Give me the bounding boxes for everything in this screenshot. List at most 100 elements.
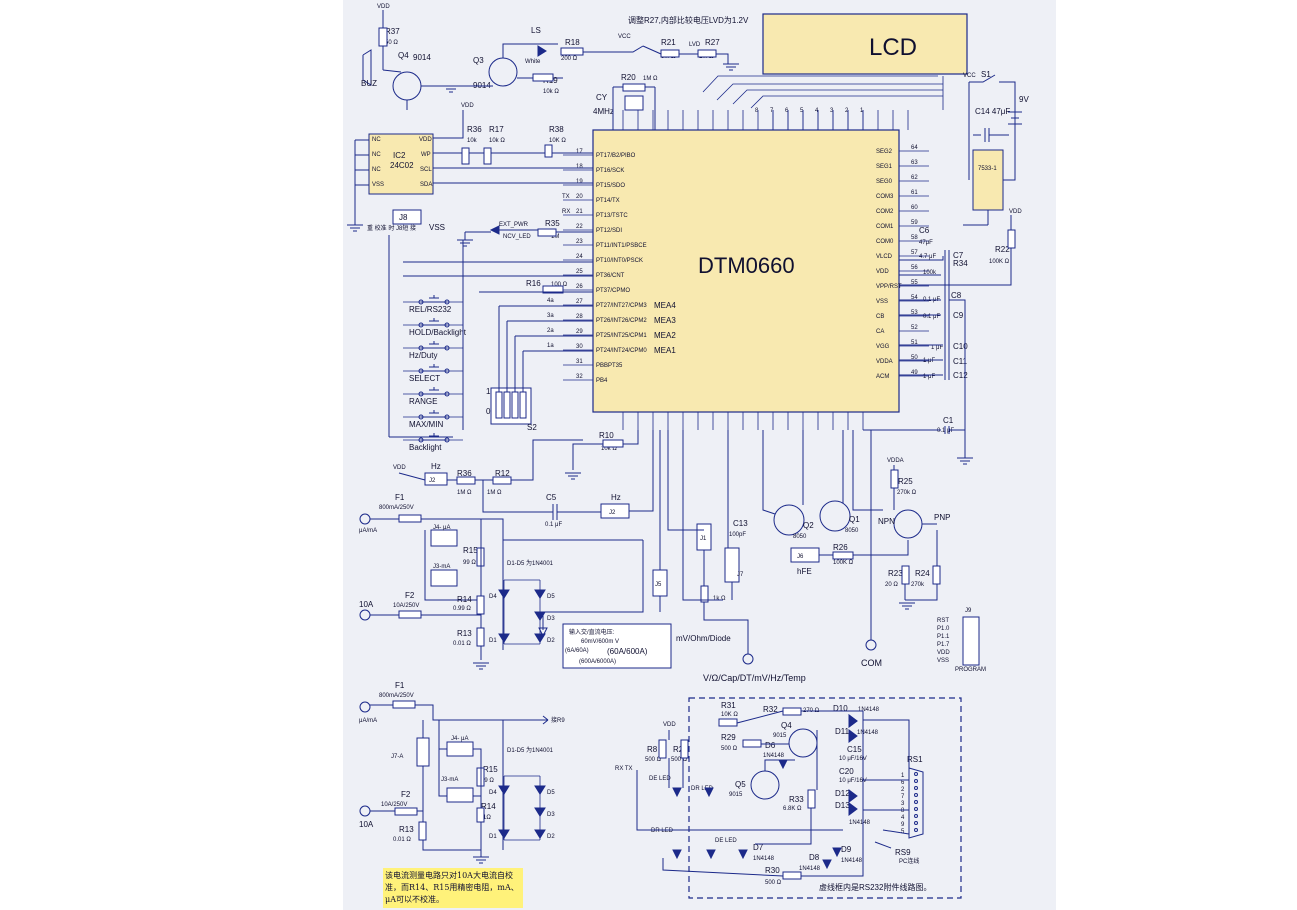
r8-label: R8 bbox=[647, 745, 658, 754]
switch-contact[interactable] bbox=[421, 318, 447, 326]
d13-value: 1N4148 bbox=[849, 820, 871, 826]
bottom-ua-ma-terminal[interactable] bbox=[359, 701, 371, 713]
battery-label: 9V bbox=[1019, 95, 1029, 104]
bottom-f2-fuse bbox=[394, 807, 418, 816]
r23-value: 20 Ω bbox=[885, 582, 898, 588]
svg-text:3: 3 bbox=[830, 108, 834, 114]
r27-label: R27 bbox=[705, 38, 720, 47]
lcd-label: LCD bbox=[869, 34, 917, 61]
ua-ma-terminal[interactable] bbox=[359, 513, 371, 525]
j2-right-label: J2 bbox=[609, 510, 616, 516]
r14-value: 0.99 Ω bbox=[453, 606, 471, 612]
r36-top-resistor bbox=[461, 147, 470, 165]
r29-label: R29 bbox=[721, 733, 736, 742]
bottom-r14-resistor bbox=[476, 807, 485, 823]
rs232-q4-transistor bbox=[788, 728, 818, 758]
switch-label: MAX/MIN bbox=[409, 420, 443, 429]
com-terminal[interactable] bbox=[865, 639, 877, 651]
r38-resistor bbox=[544, 144, 553, 158]
chip-right-pin-number: 56 bbox=[911, 265, 918, 271]
chip-left-pin-label: PT13/TSTC bbox=[596, 213, 628, 219]
svg-text:6: 6 bbox=[785, 108, 789, 114]
d6-diode bbox=[778, 759, 788, 770]
bottom-r15-label: R15 bbox=[483, 765, 498, 774]
r38-value: 10K Ω bbox=[549, 138, 566, 144]
j4-jumper[interactable] bbox=[430, 529, 458, 547]
bottom-j4-jumper[interactable] bbox=[446, 741, 474, 757]
j8-label: J8 bbox=[399, 213, 408, 222]
switch-contact[interactable] bbox=[421, 295, 447, 303]
chip-right-pin-label: VDD bbox=[876, 269, 889, 275]
switch-contact[interactable] bbox=[421, 341, 447, 349]
bottom-f1-fuse bbox=[392, 700, 416, 709]
chip-right-pin-label: CA bbox=[876, 329, 884, 335]
db9-connector[interactable] bbox=[908, 767, 924, 839]
ua-ma-label: μA/mA bbox=[359, 528, 377, 534]
j8-jumper[interactable] bbox=[392, 209, 422, 225]
dr-led-bottom-label: DR LED bbox=[651, 828, 674, 834]
chip-right-pin-label: SEG1 bbox=[876, 164, 893, 170]
r19-value: 10k Ω bbox=[543, 89, 559, 95]
switch-contact[interactable] bbox=[421, 410, 447, 418]
db9-pin-number: 3 bbox=[901, 801, 905, 807]
d8-value: 1N4148 bbox=[799, 866, 821, 872]
v-input-terminal[interactable] bbox=[742, 653, 754, 665]
c13-value: 100pF bbox=[729, 532, 746, 538]
d9-value: 1N4148 bbox=[841, 858, 863, 864]
c5-label: C5 bbox=[546, 493, 557, 502]
j2-left-jumper[interactable] bbox=[424, 472, 448, 486]
d8-diode bbox=[822, 859, 832, 870]
r22-resistor bbox=[1007, 229, 1016, 249]
c10-label: C10 bbox=[953, 342, 968, 351]
bottom-f1-label: F1 bbox=[395, 681, 405, 690]
bridge-wire bbox=[503, 579, 541, 645]
r16-resistor bbox=[542, 285, 564, 294]
r18-value: 200 Ω bbox=[561, 56, 578, 62]
lcd-module bbox=[762, 13, 968, 75]
c15-label: C15 bbox=[847, 745, 862, 754]
rx-tx-label: RX TX bbox=[615, 766, 633, 772]
r17-label: R17 bbox=[489, 125, 504, 134]
10a-label: 10A bbox=[359, 600, 374, 609]
r29-resistor bbox=[742, 739, 762, 748]
j9-program-header[interactable] bbox=[962, 616, 980, 666]
f2-value: 10A/250V bbox=[393, 603, 419, 609]
bottom-j3-jumper[interactable] bbox=[446, 787, 474, 803]
chip-left-pin-label: PT10/INT0/PSCK bbox=[596, 258, 643, 264]
10a-terminal[interactable] bbox=[359, 609, 371, 621]
chip-left-pin-number: 26 bbox=[576, 284, 583, 290]
c15-value: 10 μF/16V bbox=[839, 756, 867, 762]
switch-contact[interactable] bbox=[421, 387, 447, 395]
chip-right-pin-number: 60 bbox=[911, 205, 918, 211]
crystal-cy bbox=[624, 95, 644, 111]
d9-diode bbox=[832, 847, 842, 858]
chip-left-pin-label: PT37/CPMO bbox=[596, 288, 630, 294]
cy-label: CY bbox=[596, 93, 608, 102]
regulator-label: 7533-1 bbox=[978, 166, 997, 172]
r13-value: 0.01 Ω bbox=[453, 641, 471, 647]
bottom-note: 该电流测量电路只对10A大电流自校准，而R14、R15用精密电阻，mA、μA可以… bbox=[385, 871, 519, 904]
switch-contact[interactable] bbox=[421, 364, 447, 372]
r21-label: R21 bbox=[661, 38, 676, 47]
bottom-10a-terminal[interactable] bbox=[359, 805, 371, 817]
j3-jumper[interactable] bbox=[430, 569, 458, 587]
d7-label: D7 bbox=[753, 843, 764, 852]
chip-left-pin-label: PT16/SCK bbox=[596, 168, 624, 174]
input-note-2: 60mV/600m V bbox=[581, 639, 619, 645]
r36-lower-resistor bbox=[456, 476, 476, 485]
to-r9-label: 接R9 bbox=[551, 716, 565, 724]
j9-label: J9 bbox=[965, 608, 972, 614]
switch-contact[interactable] bbox=[421, 433, 447, 441]
chip-left-pin-number: 20 bbox=[576, 194, 583, 200]
chip-left-pin-label: PT27/INT27/CPM3 bbox=[596, 303, 647, 309]
j6-jumper[interactable] bbox=[790, 547, 820, 563]
rs9-label: RS9 bbox=[895, 848, 911, 857]
hfe-socket[interactable] bbox=[893, 509, 923, 539]
bottom-r14-value: 1Ω bbox=[483, 815, 491, 821]
svg-text:8: 8 bbox=[755, 108, 759, 114]
j7a-jumper[interactable] bbox=[416, 737, 430, 767]
range-pin-4a: 4a bbox=[547, 298, 554, 304]
db9-pin-number: 7 bbox=[901, 794, 905, 800]
switch-label: Backlight bbox=[409, 443, 442, 452]
